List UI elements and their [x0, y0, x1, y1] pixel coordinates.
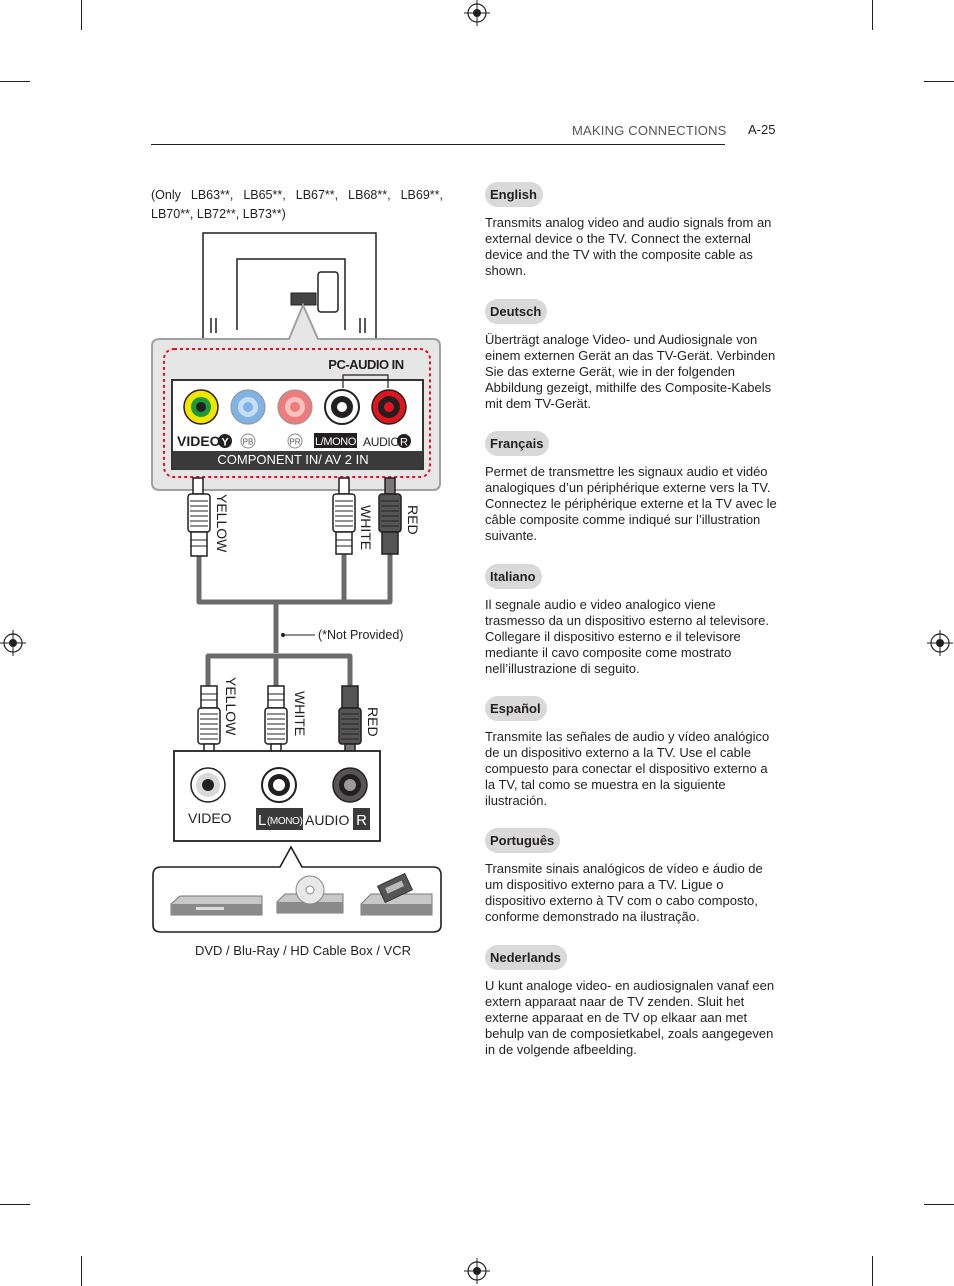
- l-mono-badge: [314, 433, 357, 448]
- plug-red-bottom: [338, 685, 362, 759]
- cable-label-yellow-bottom: YELLOW: [223, 677, 239, 736]
- lang-text-english: Transmits analog video and audio signals…: [485, 215, 772, 278]
- lang-heading-italiano: Italiano: [485, 564, 542, 589]
- lang-block-italiano: Italiano Il segnale audio e video analog…: [485, 564, 777, 677]
- lang-heading-nederlands: Nederlands: [485, 945, 567, 970]
- device-l-label: L: [258, 812, 266, 829]
- pc-audio-bracket: [342, 374, 389, 388]
- device-jack-audio-r: [332, 767, 368, 803]
- pc-audio-label: PC-AUDIO IN: [328, 357, 404, 372]
- registration-target-bottom: [464, 1258, 490, 1284]
- jack-video-y: [183, 389, 219, 425]
- device-r-badge: [353, 808, 370, 830]
- y-badge: [218, 434, 232, 448]
- section-title: MAKING CONNECTIONS: [572, 123, 727, 138]
- y-label: Y: [221, 437, 229, 449]
- lang-heading-francais: Français: [485, 431, 550, 456]
- crop-mark: [872, 0, 873, 30]
- lang-block-francais: Français Permet de transmettre les signa…: [485, 431, 777, 544]
- lang-text-espanol: Transmite las señales de audio y vídeo a…: [485, 729, 770, 808]
- lang-block-espanol: Español Transmite las señales de audio y…: [485, 696, 777, 809]
- device-jack-video: [190, 767, 226, 803]
- lang-block-english: English Transmits analog video and audio…: [485, 182, 777, 279]
- crop-mark: [924, 1204, 954, 1205]
- plug-white-top: [332, 477, 356, 555]
- plug-white-bottom: [264, 685, 288, 759]
- crop-mark: [81, 0, 82, 30]
- tv-back-illustration: [202, 232, 377, 342]
- plug-yellow-bottom: [197, 685, 221, 759]
- crop-mark: [81, 1256, 82, 1286]
- plug-yellow-top: [187, 477, 211, 557]
- cable-label-white-bottom: WHITE: [292, 691, 308, 736]
- registration-target-right: [927, 630, 953, 656]
- crop-mark: [924, 81, 954, 82]
- crop-mark: [0, 81, 30, 82]
- crop-mark: [0, 1204, 30, 1205]
- registration-target-left: [0, 630, 26, 656]
- pr-badge: [287, 433, 303, 449]
- pb-badge: [240, 433, 256, 449]
- lang-text-portugues: Transmite sinais analógicos de vídeo e á…: [485, 861, 763, 924]
- dvd-player-icon: [170, 895, 263, 916]
- device-jack-audio-l: [261, 767, 297, 803]
- jack-audio-r: [371, 389, 407, 425]
- lang-heading-espanol: Español: [485, 696, 547, 721]
- lang-block-portugues: Português Transmite sinais analógicos de…: [485, 828, 777, 925]
- cable-label-white-top: WHITE: [358, 505, 374, 550]
- jack-pb: [230, 389, 266, 425]
- not-provided-dot: [281, 633, 285, 637]
- video-label: VIDEO/: [177, 433, 225, 449]
- page-number: A-25: [748, 122, 776, 137]
- pr-label: PR: [289, 438, 300, 447]
- header-rule: [151, 144, 725, 145]
- lang-heading-english: English: [485, 182, 543, 207]
- cable-wires: [196, 553, 393, 688]
- device-video-label: VIDEO: [188, 810, 232, 826]
- cable-label-red-top: RED: [405, 505, 421, 535]
- not-provided-label: (*Not Provided): [318, 628, 403, 642]
- device-audio-label: AUDIO: [305, 812, 349, 828]
- device-mono-label: (MONO): [267, 816, 302, 827]
- r-label: R: [400, 437, 408, 449]
- lang-block-nederlands: Nederlands U kunt analoge video- en audi…: [485, 945, 777, 1058]
- lang-block-deutsch: Deutsch Überträgt analoge Video- und Aud…: [485, 299, 777, 412]
- device-caption: DVD / Blu-Ray / HD Cable Box / VCR: [195, 943, 412, 958]
- plug-red-top: [378, 477, 402, 555]
- crop-mark: [872, 1256, 873, 1286]
- vcr-icon: [360, 872, 433, 916]
- registration-target-top: [464, 0, 490, 26]
- lang-heading-deutsch: Deutsch: [485, 299, 548, 324]
- r-badge: [397, 434, 411, 448]
- lang-text-italiano: Il segnale audio e video analogico viene…: [485, 597, 769, 676]
- jack-l-mono: [324, 389, 360, 425]
- device-l-mono-badge: [256, 808, 303, 830]
- tv-port: [290, 292, 317, 306]
- component-label: COMPONENT IN/ AV 2 IN: [217, 452, 368, 467]
- models-note: (Only LB63**, LB65**, LB67**, LB68**, LB…: [151, 188, 443, 221]
- cable-label-red-bottom: RED: [365, 707, 381, 737]
- tv-panel-dashed-border: [163, 348, 431, 478]
- component-label-bar: [173, 451, 422, 468]
- lang-text-nederlands: U kunt analoge video- en audiosignalen v…: [485, 978, 775, 1057]
- audio-label: AUDIO: [363, 435, 400, 449]
- lang-heading-portugues: Português: [485, 828, 561, 853]
- cable-label-yellow-top: YELLOW: [214, 494, 230, 553]
- lang-text-deutsch: Überträgt analoge Video- und Audiosignal…: [485, 332, 776, 411]
- l-mono-label: L/MONO: [315, 436, 357, 448]
- jack-pr: [277, 389, 313, 425]
- lang-text-francais: Permet de transmettre les signaux audio …: [485, 464, 777, 543]
- bluray-player-icon: [276, 875, 344, 914]
- pb-label: PB: [243, 438, 254, 447]
- device-r-label: R: [356, 812, 367, 829]
